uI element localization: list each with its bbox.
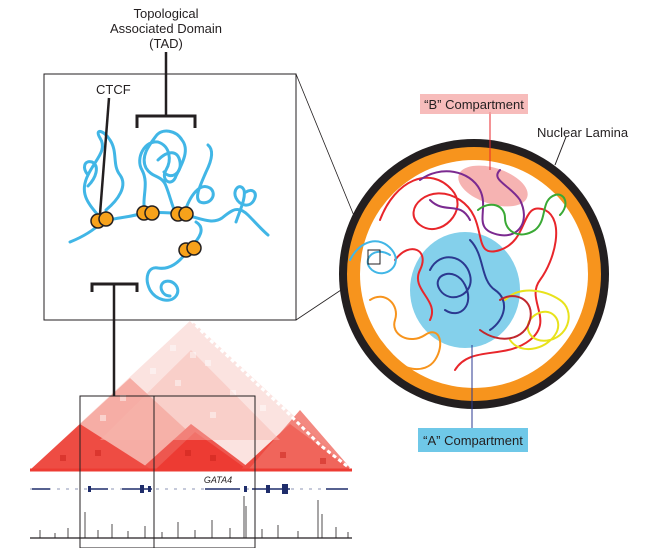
ctcf-protein-pairs [90,205,202,258]
zoom-region-marker [367,249,381,265]
hic-heatmap [30,318,353,472]
a-compartment-label-box [418,428,528,452]
ctcf-pair [178,240,202,258]
chromatin-navy [429,239,505,331]
gene-track [30,484,350,494]
chromatin-orange [369,295,442,370]
tad-region-boxes [79,395,256,548]
tad-label-line3: (TAD) [149,36,183,51]
chromatin-yellow [504,289,570,350]
ctcf-pair [90,211,114,229]
chromatin-red-2 [479,295,532,340]
tad-label-line1: Topological [133,6,198,21]
chromatin-blue-light [349,240,397,275]
b-compartment-label-box [420,94,528,114]
connector-lines [112,52,168,396]
ctcf-pair [170,206,194,222]
ctcf-label: CTCF [96,82,131,97]
ctcf-pair [136,205,160,221]
a-compartment-label: “A” Compartment [423,433,523,448]
nuclear-lamina-label: Nuclear Lamina [537,125,629,140]
chromatin-green [477,193,567,236]
b-compartment-label: “B” Compartment [424,97,524,112]
tad-label-line2: Associated Domain [110,21,222,36]
b-compartment-region [458,165,528,207]
gene-label-gata4: GATA4 [204,475,232,485]
callout-lines [471,112,567,428]
ctcf-pointer-line [98,97,111,215]
chromatin-purple [419,169,525,237]
tad-inset-panel [43,73,297,321]
signal-track [30,496,352,539]
nucleus [339,139,609,409]
chromatin-red [379,176,558,371]
